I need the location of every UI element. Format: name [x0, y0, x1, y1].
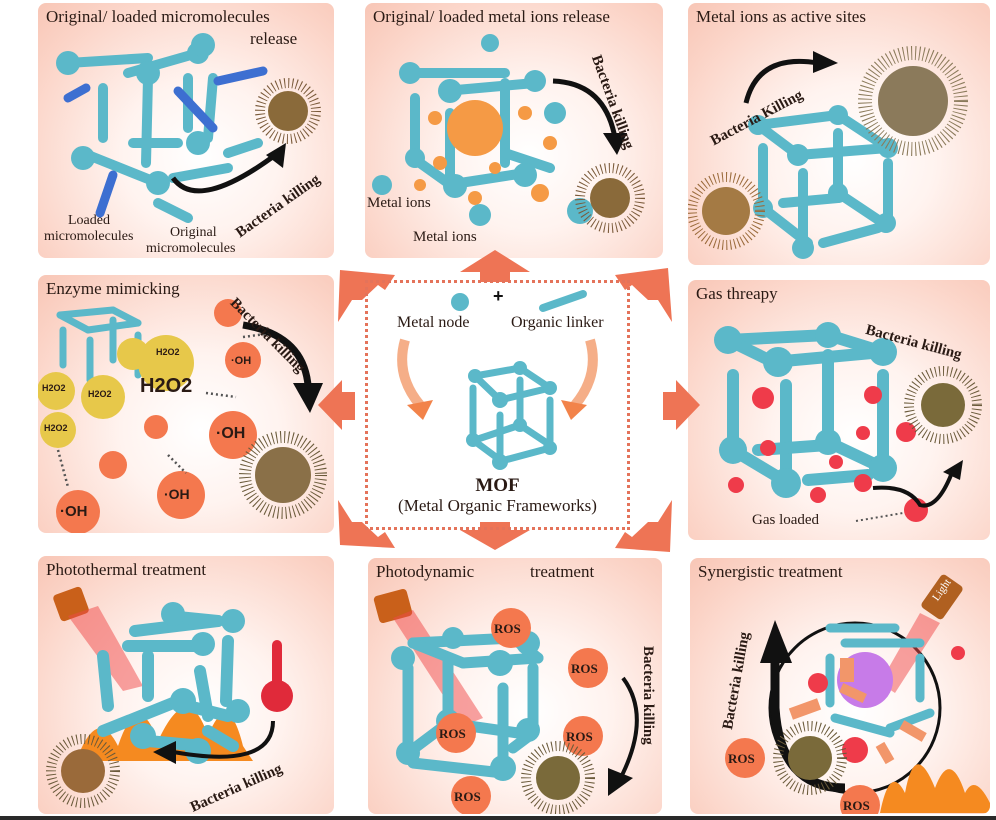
- bottom-border: [0, 816, 996, 820]
- panel-title: Enzyme mimicking: [46, 279, 180, 298]
- panel-active-sites: Metal ions as active sites Bacteria Kill…: [688, 3, 990, 265]
- curved-arrow-right: [571, 338, 598, 409]
- panel-title: Photothermal treatment: [46, 560, 207, 579]
- label-loaded-2: micromolecules: [44, 229, 134, 244]
- loaded-metal-ion-sphere: [447, 100, 503, 156]
- ros-label: ROS: [454, 789, 481, 804]
- oh-radical: ·OH: [216, 425, 246, 442]
- plus-sign: +: [493, 286, 504, 306]
- arrow-left: [318, 380, 355, 430]
- h2o2-large: H2O2: [140, 375, 193, 397]
- bacterium-icon: [239, 431, 327, 519]
- gas-molecules: [728, 386, 928, 522]
- panel-photothermal: Photothermal treatment Bacteria killing: [38, 556, 334, 814]
- oh-radical: ·OH: [164, 486, 190, 502]
- bacterium-icon: [46, 734, 120, 808]
- ros-bursts: [725, 738, 880, 814]
- mof-subtitle: (Metal Organic Frameworks): [398, 496, 597, 515]
- ros-label: ROS: [439, 726, 466, 741]
- radical-bursts: [56, 299, 261, 533]
- metal-node-icon: [451, 293, 469, 311]
- curved-arrow: [743, 58, 819, 104]
- mof-structure-diagram: +: [397, 286, 598, 470]
- thermometer-icon: [261, 640, 293, 712]
- h2o2-small: H2O2: [156, 347, 180, 357]
- bacterium-icon: [521, 741, 595, 814]
- organic-linker-icon: [539, 290, 587, 312]
- arrow-down-left: [338, 500, 395, 548]
- light-source-icon: [921, 574, 963, 620]
- dotted-frame: [365, 280, 630, 530]
- bacterium-icon: [773, 721, 847, 795]
- panel-title: Gas threapy: [696, 284, 778, 303]
- loaded-micromolecules: [63, 66, 268, 218]
- panel-title-line2: release: [250, 29, 298, 48]
- bacterium-icon: [904, 366, 982, 444]
- ros-label: ROS: [843, 798, 870, 813]
- label-loaded: Loaded: [68, 213, 110, 228]
- h2o2-small: H2O2: [42, 383, 66, 393]
- curved-arrow: [616, 676, 639, 784]
- panel-title: Synergistic treatment: [698, 562, 843, 581]
- ros-label: ROS: [571, 661, 598, 676]
- arrow-up-left: [338, 270, 395, 322]
- h2o2-small: H2O2: [44, 423, 68, 433]
- bacterium-icon: [575, 163, 645, 233]
- label-metal-ions-2: Metal ions: [413, 229, 477, 245]
- gas-therapy-illustration: [714, 322, 982, 522]
- panel-title: Metal ions as active sites: [696, 7, 866, 26]
- photothermal-illustration: [46, 586, 293, 808]
- label-metal-ions: Metal ions: [367, 195, 431, 211]
- mof-active-sites-illustration: [688, 46, 968, 259]
- bacterium-icon: [688, 172, 765, 250]
- panel-title: Original/ loaded micromolecules: [46, 7, 270, 26]
- panel-title-left: Photodynamic: [376, 562, 475, 581]
- curved-arrow: [170, 150, 280, 194]
- oh-radical: ·OH: [231, 355, 252, 367]
- ros-bursts: [436, 608, 608, 814]
- mof-cube: [469, 364, 554, 464]
- bacterium-icon: [255, 78, 321, 144]
- bacterium-icon: [858, 46, 968, 156]
- arrow-up: [460, 250, 530, 282]
- synergistic-illustration: [725, 574, 990, 814]
- arrow-right: [663, 380, 700, 430]
- metal-node-label: Metal node: [397, 314, 470, 331]
- ros-label: ROS: [728, 751, 755, 766]
- label-original: Original: [170, 225, 217, 240]
- organic-linker-label: Organic linker: [511, 314, 604, 331]
- metal-nodes: [56, 33, 215, 195]
- arrow-down: [460, 522, 530, 550]
- curved-arrow: [167, 720, 275, 759]
- curved-arrow-left: [397, 338, 424, 409]
- enzyme-mimicking-illustration: [38, 299, 327, 533]
- mof-linkers: [63, 48, 263, 223]
- curved-arrow: [242, 321, 312, 386]
- h2o2-spheres: [38, 335, 194, 448]
- flames: [880, 764, 990, 813]
- panel-synergistic: Synergistic treatment Light ROS ROS Bact…: [690, 558, 990, 814]
- panel-photodynamic: Photodynamic treatment ROS ROS ROS ROS R…: [368, 558, 662, 814]
- panel-title-right: treatment: [530, 562, 595, 581]
- photodynamic-illustration: [373, 588, 639, 814]
- mof-scattered-illustration: [56, 33, 321, 223]
- mof-metal-ions-illustration: [372, 34, 645, 233]
- curved-arrow: [872, 469, 955, 508]
- curved-arrow: [552, 78, 618, 139]
- arrow-down-right: [615, 500, 672, 552]
- mof-title: MOF: [475, 475, 520, 496]
- panel-micromolecules-release: Original/ loaded micromolecules release …: [38, 3, 334, 258]
- panel-enzyme-mimicking: Enzyme mimicking H2O2 H2O2 H2O2 H2O2 H2O…: [38, 275, 334, 533]
- panel-metal-ions-release: Original/ loaded metal ions release Meta…: [365, 3, 663, 258]
- mof-center-box: + Metal node Organic linker MOF (Metal O…: [365, 280, 630, 530]
- label-original-2: micromolecules: [146, 241, 236, 256]
- ros-label: ROS: [566, 729, 593, 744]
- panel-title: Original/ loaded metal ions release: [373, 7, 610, 26]
- oh-radical: ·OH: [60, 503, 88, 520]
- h2o2-small: H2O2: [88, 389, 112, 399]
- ros-label: ROS: [494, 621, 521, 636]
- panel-gas-therapy: Gas threapy Gas loaded Bacteria killing: [688, 280, 990, 540]
- gas-loaded-label: Gas loaded: [752, 512, 820, 528]
